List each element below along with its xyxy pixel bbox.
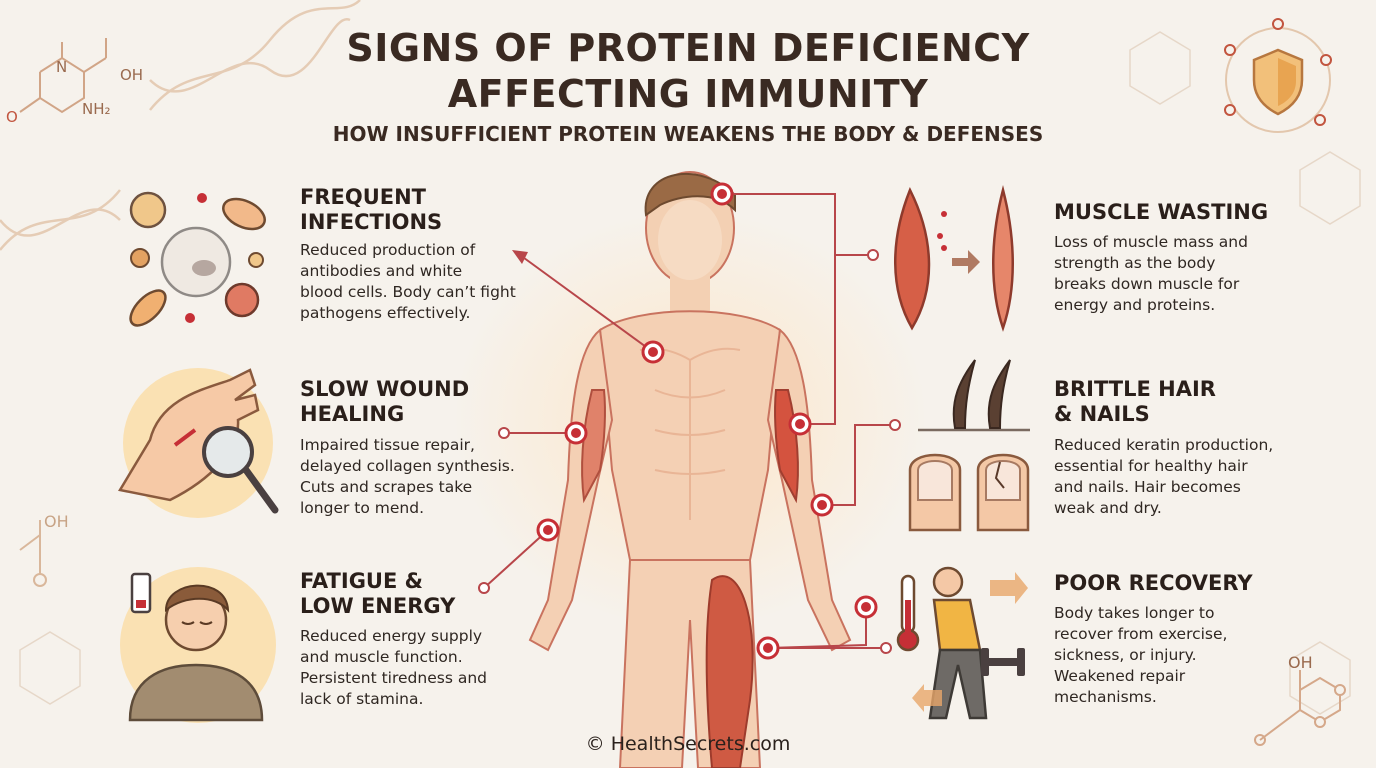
page-title-line-1: SIGNS OF PROTEIN DEFICIENCY: [346, 26, 1030, 70]
muscle-icon: [894, 185, 1014, 332]
marker-right-forearm: [810, 493, 834, 517]
connector-lines: [483, 193, 895, 649]
recovery-icon: [896, 566, 1028, 720]
hexagon-pattern-icon: [19, 31, 1361, 715]
copyright-footer: © HealthSecrets.com: [585, 733, 791, 755]
recovery-title: POOR RECOVERY: [1054, 571, 1253, 595]
wound-title: SLOW WOUND HEALING: [300, 377, 470, 426]
fatigue-title: FATIGUE & LOW ENERGY: [300, 569, 456, 618]
muscle-title: MUSCLE WASTING: [1054, 200, 1269, 224]
svg-text:OH: OH: [1288, 653, 1313, 672]
marker-left-forearm: [536, 518, 560, 542]
marker-right-arm: [788, 412, 812, 436]
tired-person-icon: [120, 567, 276, 723]
hair-title: BRITTLE HAIR & NAILS: [1054, 377, 1216, 426]
virus-icon: [129, 191, 266, 327]
infections-text: Reduced production of antibodies and whi…: [300, 241, 516, 322]
hair-text: Reduced keratin production, essential fo…: [1054, 436, 1274, 517]
page-title-line-2: AFFECTING IMMUNITY: [447, 72, 929, 116]
dna-helix-icon: [0, 0, 361, 251]
marker-thigh: [756, 636, 780, 660]
human-body-figure: [528, 171, 852, 768]
marker-neck: [710, 182, 734, 206]
marker-chest: [641, 340, 665, 364]
svg-text:O: O: [6, 108, 18, 126]
hair-nails-icon: [908, 359, 1030, 532]
svg-text:N: N: [56, 58, 67, 76]
amino-acid-molecule-icon: [19, 38, 107, 114]
infections-title: FREQUENT INFECTIONS: [300, 185, 443, 234]
svg-text:NH₂: NH₂: [82, 100, 111, 118]
svg-text:OH: OH: [120, 66, 143, 84]
page-subtitle: HOW INSUFFICIENT PROTEIN WEAKENS THE BOD…: [332, 122, 1044, 146]
immune-shield-icon: [1224, 18, 1332, 133]
marker-left-arm: [564, 421, 588, 445]
muscle-text: Loss of muscle mass and strength as the …: [1054, 233, 1248, 314]
symptom-markers: [478, 182, 901, 660]
recovery-text: Body takes longer to recover from exerci…: [1054, 604, 1228, 706]
svg-text:OH: OH: [44, 512, 69, 531]
fatigue-text: Reduced energy supply and muscle functio…: [300, 627, 487, 708]
marker-right-hand: [854, 595, 878, 619]
wound-text: Impaired tissue repair, delayed collagen…: [300, 436, 515, 517]
wound-magnifier-icon: [118, 368, 279, 518]
